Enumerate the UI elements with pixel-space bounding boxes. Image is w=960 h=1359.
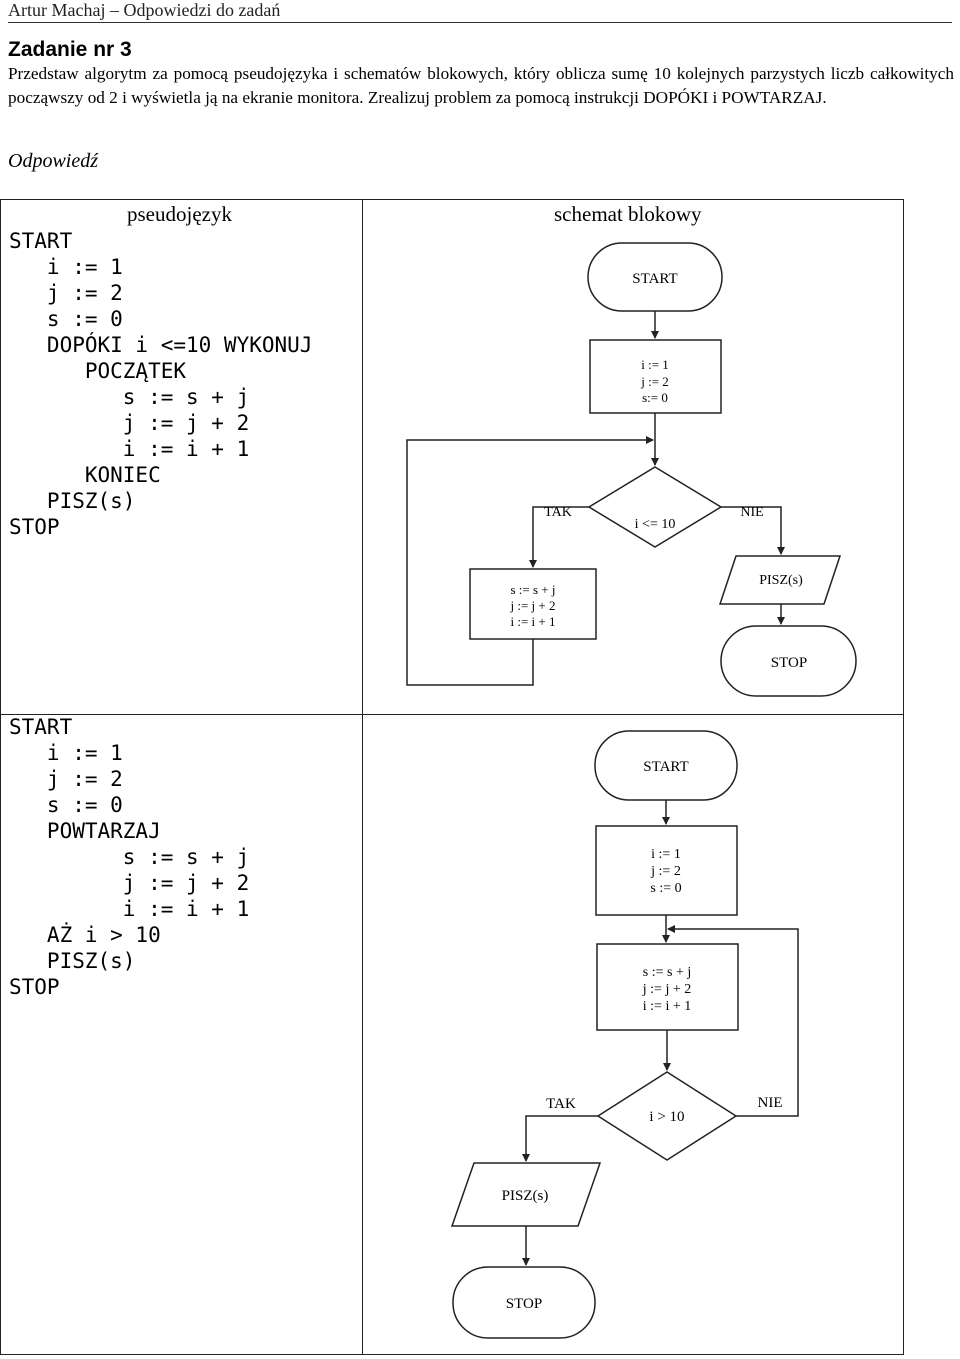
- pseudocode-while-line: DOPÓKI i <=10 WYKONUJ: [9, 333, 313, 357]
- pseudocode-repeat-line: s := 0: [9, 793, 123, 817]
- fw-output-text: PISZ(s): [759, 573, 803, 588]
- fr-decision: [596, 1071, 738, 1161]
- table-row-divider: [0, 714, 904, 715]
- pseudocode-while-line: i := i + 1: [9, 437, 250, 461]
- pseudocode-while-line: s := s + j: [9, 385, 250, 409]
- fw-body-line3: i := i + 1: [511, 614, 556, 629]
- pseudocode-repeat-line: START: [9, 715, 73, 739]
- fw-init-line1: i := 1: [641, 357, 669, 372]
- header-flowchart: schemat blokowy: [554, 202, 702, 226]
- answer-label: Odpowiedź: [8, 150, 98, 172]
- fr-body-line1: s := s + j: [643, 965, 691, 980]
- pseudocode-while-line: PISZ(s): [9, 489, 136, 513]
- pseudocode-while-line: POCZĄTEK: [9, 359, 187, 383]
- pseudocode-repeat: START i := 1 j := 2 s := 0 POWTARZAJ s :…: [9, 714, 249, 1000]
- fr-init-line2: j := 2: [650, 864, 681, 879]
- fw-stop-terminator: [720, 625, 857, 697]
- pseudocode-repeat-line: j := 2: [9, 767, 123, 791]
- pseudocode-while: START i := 1 j := 2 s := 0 DOPÓKI i <=10…: [9, 228, 312, 540]
- fr-output: [450, 1162, 602, 1227]
- fr-init-line3: s := 0: [650, 881, 681, 896]
- header-pseudocode: pseudojęzyk: [127, 202, 232, 226]
- pseudocode-repeat-line: s := s + j: [9, 845, 250, 869]
- fw-condition: i <= 10: [635, 517, 676, 532]
- table-column-divider: [362, 199, 363, 1354]
- pseudocode-repeat-line: i := 1: [9, 741, 123, 765]
- fw-no-label: NIE: [740, 505, 763, 520]
- pseudocode-while-line: START: [9, 229, 73, 253]
- fr-output-text: PISZ(s): [502, 1188, 549, 1204]
- page-header: Artur Machaj – Odpowiedzi do zadań: [8, 0, 281, 20]
- task-description: Przedstaw algorytm za pomocą pseudojęzyk…: [8, 64, 954, 107]
- pseudocode-while-line: i := 1: [9, 255, 123, 279]
- fr-no-label: NIE: [758, 1095, 783, 1111]
- fr-condition: i > 10: [649, 1109, 684, 1125]
- pseudocode-repeat-line: PISZ(s): [9, 949, 136, 973]
- answer-table: [0, 199, 904, 1355]
- fr-stop-terminator: [452, 1266, 596, 1339]
- pseudocode-repeat-line: POWTARZAJ: [9, 819, 161, 843]
- header-divider: [8, 22, 952, 23]
- fw-decision: [587, 466, 723, 548]
- pseudocode-repeat-line: j := j + 2: [9, 871, 250, 895]
- fr-body-line3: i := i + 1: [643, 999, 691, 1014]
- task-title: Zadanie nr 3: [8, 38, 132, 61]
- pseudocode-repeat-line: STOP: [9, 975, 60, 999]
- pseudocode-while-line: j := 2: [9, 281, 123, 305]
- fw-init-line3: s:= 0: [642, 390, 668, 405]
- fw-init-line2: j := 2: [640, 374, 669, 389]
- fw-body-line1: s := s + j: [510, 582, 555, 597]
- pseudocode-repeat-line: i := i + 1: [9, 897, 250, 921]
- fr-body-line2: j := j + 2: [642, 982, 691, 997]
- fr-start-text: START: [643, 759, 688, 775]
- pseudocode-while-line: KONIEC: [9, 463, 161, 487]
- fr-yes-label: TAK: [546, 1096, 576, 1112]
- pseudocode-repeat-line: AŻ i > 10: [9, 923, 161, 947]
- fr-stop-text: STOP: [506, 1296, 542, 1312]
- pseudocode-while-line: STOP: [9, 515, 60, 539]
- fw-body-line2: j := j + 2: [510, 598, 556, 613]
- pseudocode-while-line: j := j + 2: [9, 411, 250, 435]
- fw-start-text: START: [632, 271, 677, 287]
- pseudocode-while-line: s := 0: [9, 307, 123, 331]
- fw-output: [718, 555, 842, 605]
- fr-init-line1: i := 1: [651, 847, 681, 862]
- fw-stop-text: STOP: [771, 655, 807, 671]
- fw-yes-label: TAK: [544, 505, 572, 520]
